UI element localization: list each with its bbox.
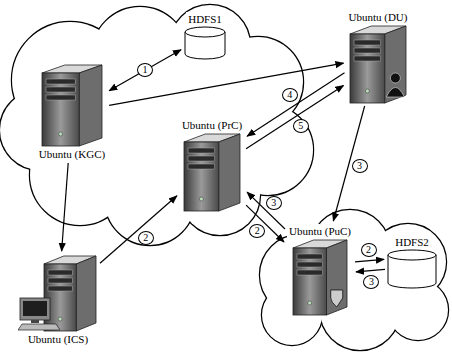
node-label: Ubuntu (PuC) bbox=[287, 224, 353, 238]
drive-bay bbox=[48, 286, 72, 291]
drive-bay bbox=[46, 95, 75, 100]
server-front bbox=[42, 73, 79, 146]
node-label: Ubuntu (PrC) bbox=[180, 118, 244, 132]
drive-bay bbox=[354, 40, 381, 45]
callout-number: 2 bbox=[138, 231, 154, 245]
power-button bbox=[199, 197, 203, 201]
server-icon bbox=[348, 24, 408, 104]
callout-number: 3 bbox=[352, 159, 368, 173]
server-front bbox=[293, 248, 326, 315]
callout-number: 2 bbox=[249, 224, 265, 238]
node-label: Ubuntu (KGC) bbox=[37, 147, 107, 161]
database-icon bbox=[387, 249, 437, 289]
connector bbox=[355, 259, 384, 262]
server-node: Ubuntu (KGC) bbox=[37, 63, 107, 161]
connector bbox=[109, 50, 181, 91]
database-node: HDFS1 bbox=[184, 12, 226, 60]
drive-bay bbox=[46, 87, 75, 92]
server-front bbox=[184, 142, 219, 211]
drive-bay bbox=[188, 164, 215, 169]
connector bbox=[109, 63, 343, 105]
monitor-screen bbox=[23, 301, 47, 316]
node-label: Ubuntu (ICS) bbox=[26, 332, 90, 346]
callout-number: 2 bbox=[361, 243, 377, 257]
drive-bay bbox=[354, 56, 381, 61]
server-side bbox=[79, 65, 102, 146]
callout-number: 4 bbox=[282, 88, 298, 102]
connector bbox=[62, 163, 69, 251]
database-icon bbox=[184, 26, 226, 60]
connector bbox=[247, 73, 344, 136]
server-node: Ubuntu (DU) bbox=[347, 10, 410, 104]
server-icon bbox=[182, 132, 242, 212]
drive-bay bbox=[297, 262, 322, 267]
drive-bay bbox=[188, 156, 215, 161]
drive-bay bbox=[354, 48, 381, 53]
drive-bay bbox=[297, 270, 322, 275]
server-front bbox=[350, 34, 385, 103]
server-node: Ubuntu (ICS) bbox=[18, 254, 98, 346]
monitor bbox=[20, 298, 50, 320]
server-front bbox=[44, 264, 76, 331]
server-icon bbox=[291, 238, 349, 316]
connector bbox=[246, 85, 343, 148]
cylinder-top bbox=[185, 27, 225, 37]
node-label: Ubuntu (DU) bbox=[347, 10, 410, 24]
connector bbox=[246, 205, 284, 242]
drive-bay bbox=[48, 278, 72, 283]
server-side bbox=[76, 256, 96, 331]
cylinder-top bbox=[388, 250, 436, 260]
cloud-outline bbox=[260, 210, 448, 350]
server-side bbox=[385, 26, 406, 103]
power-button bbox=[58, 317, 62, 321]
monitor-stand bbox=[31, 320, 39, 323]
keyboard bbox=[18, 324, 60, 330]
connector bbox=[247, 192, 285, 229]
user-body bbox=[386, 88, 404, 98]
drive-bay bbox=[297, 254, 322, 259]
power-button bbox=[59, 132, 63, 136]
server-side bbox=[219, 134, 240, 211]
cloud-fill bbox=[260, 210, 448, 350]
power-button bbox=[365, 89, 369, 93]
connector bbox=[100, 196, 177, 263]
drive-bay bbox=[48, 270, 72, 275]
cloud-fill bbox=[0, 5, 313, 245]
connector bbox=[356, 269, 385, 272]
callout-number: 3 bbox=[363, 275, 379, 289]
database-node: HDFS2 bbox=[387, 235, 437, 289]
server-icon bbox=[40, 63, 104, 147]
server-side bbox=[326, 240, 347, 315]
callout-number: 3 bbox=[266, 196, 282, 210]
drive-bay bbox=[188, 148, 215, 153]
server-node: Ubuntu (PrC) bbox=[180, 118, 244, 212]
user-head bbox=[390, 73, 400, 83]
node-label: HDFS2 bbox=[393, 235, 431, 249]
cloud-outline bbox=[0, 5, 313, 245]
drive-bay bbox=[46, 79, 75, 84]
node-label: HDFS1 bbox=[186, 12, 224, 26]
power-button bbox=[308, 301, 312, 305]
shield-badge bbox=[331, 290, 343, 307]
server-node: Ubuntu (PuC) bbox=[287, 224, 353, 316]
server-icon bbox=[18, 254, 98, 332]
